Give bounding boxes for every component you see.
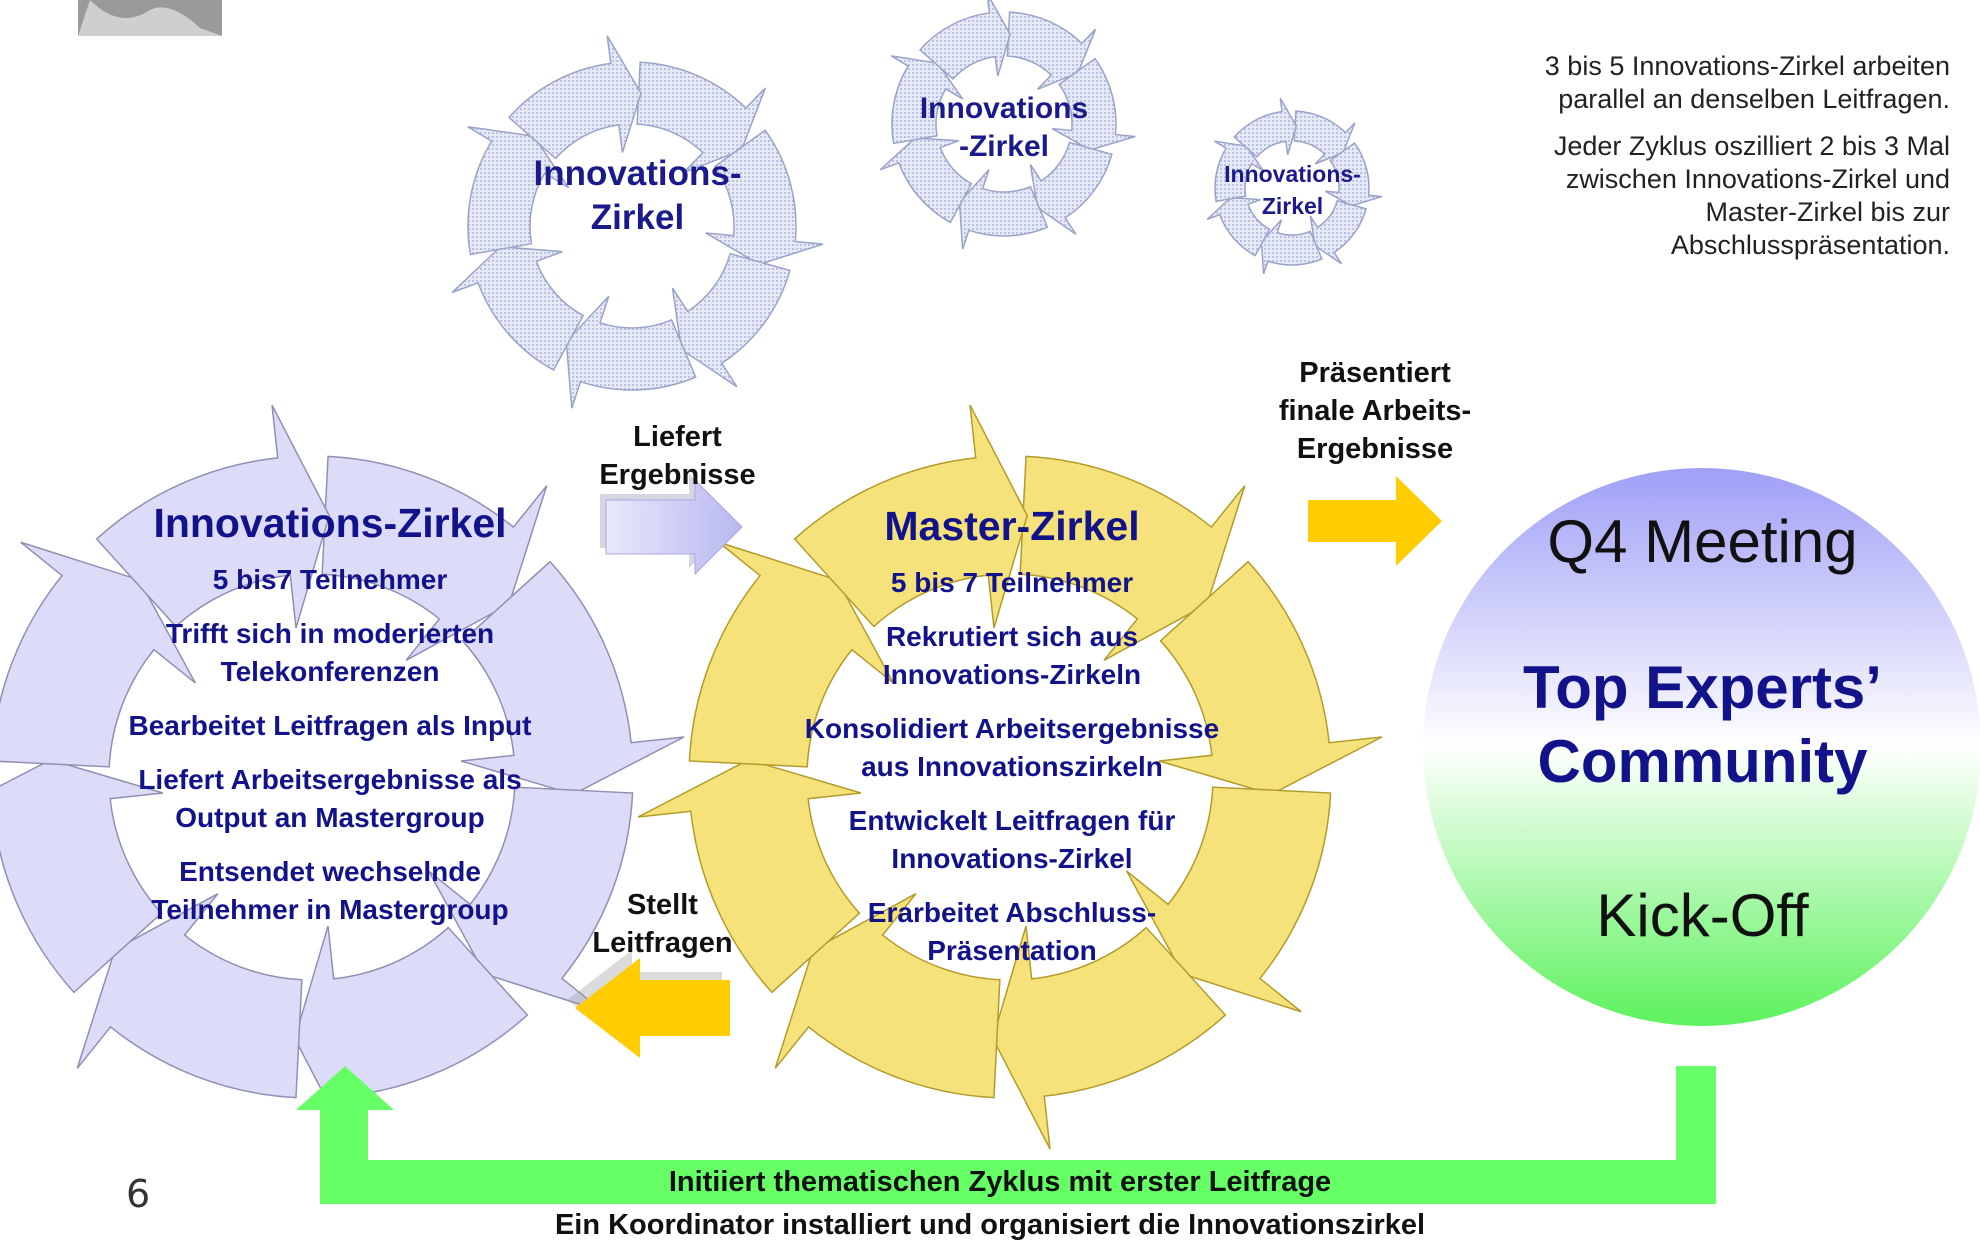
- small-ring-2-segment-7: [918, 0, 1011, 81]
- master-ring-segment-2: [1158, 560, 1383, 796]
- master-ring-segment-5: [774, 893, 1001, 1099]
- master-item: 5 bis 7 Teilnehmer: [890, 567, 1134, 598]
- feedback-loop-label: Initiiert thematischen Zyklus mit erster…: [668, 1166, 1332, 1198]
- innovations-zirkel-ring: [0, 404, 685, 1150]
- innovations-ring-segment-1: [321, 455, 548, 661]
- small-ring-3-segment-6: [1214, 140, 1264, 203]
- liefert-ergebnisse-arrow: [600, 474, 743, 576]
- small-ring-1-segment-2: [705, 129, 824, 266]
- innovations-zirkel-content: Innovations-Zirkel 5 bis7 Teilnehmer Tri…: [70, 500, 590, 929]
- master-zirkel-title: Master-Zirkel: [884, 503, 1140, 549]
- praesentiert-arrow: [1308, 476, 1442, 566]
- innovations-zirkel-title: Innovations-Zirkel: [153, 500, 507, 546]
- innovations-ring-segment-5: [76, 893, 303, 1099]
- innovations-ring-segment-8: [95, 404, 331, 629]
- stellt-leitfragen-arrow: [567, 950, 730, 1058]
- community-bottom-label: Kick-Off: [1596, 882, 1809, 949]
- small-ring-1-segment-4: [565, 295, 697, 409]
- small-ring-2-segment-4: [958, 169, 1049, 250]
- community-title: Top Experts’Community: [1523, 654, 1882, 795]
- innov-item: Bearbeitet Leitfragen als Input: [128, 710, 532, 741]
- master-item: Erarbeitet Abschluss-Präsentation: [867, 897, 1157, 966]
- master-ring-segment-8: [793, 404, 1029, 629]
- small-circle-2-label: Innovations -Zirkel: [919, 92, 1089, 163]
- master-ring-segment-3: [1126, 786, 1332, 1013]
- community-top-label: Q4 Meeting: [1547, 508, 1858, 575]
- master-zirkel-content: Master-Zirkel 5 bis 7 Teilnehmer Rekruti…: [752, 503, 1272, 970]
- footer-caption: Ein Koordinator installiert und organisi…: [554, 1209, 1426, 1241]
- small-ring-2-segment-1: [1006, 11, 1097, 91]
- innovations-ring-segment-7: [0, 541, 196, 768]
- small-ring-3-segment-1: [1293, 110, 1356, 165]
- page-number: 6: [126, 1172, 151, 1216]
- small-ring-3-segment-2: [1324, 142, 1383, 207]
- master-ring-segment-1: [1019, 455, 1246, 661]
- master-ring-segment-6: [637, 758, 862, 994]
- community-circle: [1423, 468, 1980, 1026]
- small-circle-1-label: Innovations- Zirkel: [533, 154, 742, 237]
- master-ring-segment-4: [991, 925, 1227, 1150]
- small-ring-3-segment-4: [1260, 219, 1323, 275]
- small-ring-1-segment-6: [467, 125, 570, 256]
- small-innovation-circles: [451, 0, 1383, 409]
- small-ring-2-segment-6: [890, 55, 964, 145]
- presenter-photo-fragment: [78, 0, 222, 36]
- small-ring-1-segment-3: [671, 252, 791, 388]
- community-content: Q4 Meeting Top Experts’Community Kick-Of…: [1450, 505, 1955, 953]
- small-ring-3-segment-3: [1309, 199, 1368, 265]
- innovations-ring-segment-2: [460, 560, 685, 796]
- small-circle-3-label: Innovations- Zirkel: [1224, 161, 1361, 219]
- small-ring-2-segment-2: [1051, 57, 1136, 151]
- small-ring-1-segment-7: [507, 35, 642, 160]
- small-ring-3-segment-7: [1233, 97, 1298, 158]
- master-zirkel-ring: [637, 404, 1383, 1150]
- small-ring-2-segment-5: [879, 137, 973, 224]
- innovations-ring-segment-6: [0, 758, 164, 994]
- feedback-loop-arrow: [296, 1066, 1716, 1204]
- small-ring-3-segment-5: [1206, 196, 1271, 257]
- innov-item: 5 bis7 Teilnehmer: [212, 564, 448, 595]
- small-ring-2-segment-3: [1029, 141, 1113, 235]
- small-ring-1-segment-5: [451, 245, 585, 372]
- small-ring-1-segment-1: [636, 61, 767, 174]
